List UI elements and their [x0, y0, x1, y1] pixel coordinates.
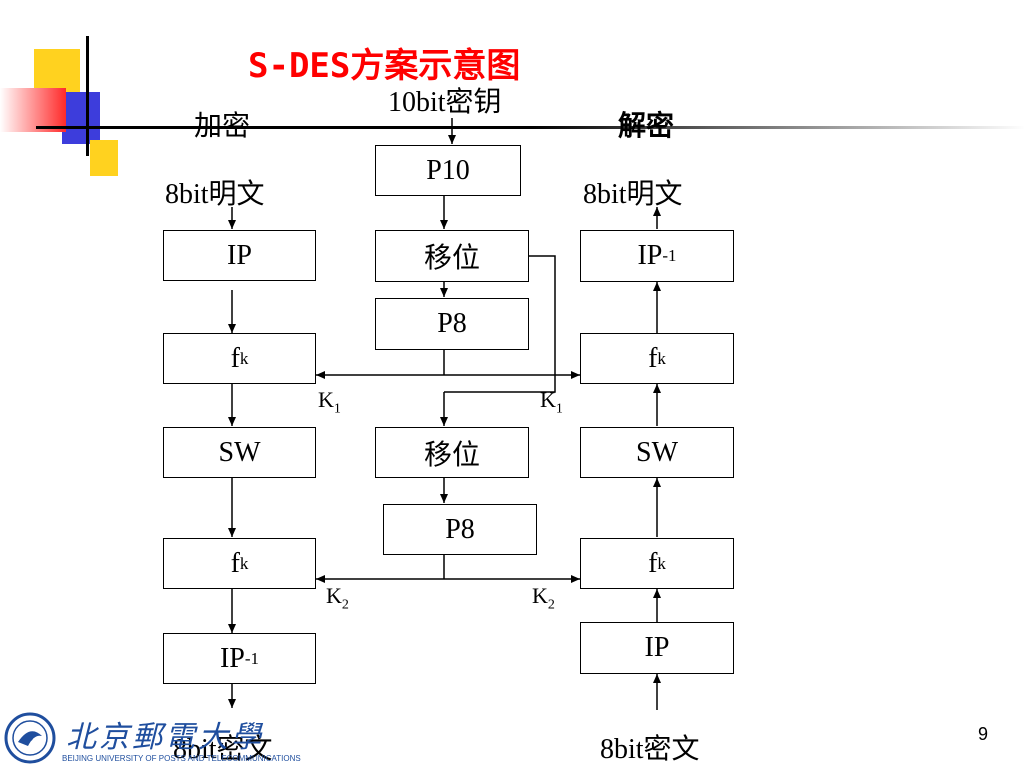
p10-label: P10	[426, 154, 470, 186]
k2-label-left: K2	[326, 583, 349, 613]
encrypt-ip-box: IP	[163, 230, 316, 281]
k2-left-sub: 2	[341, 597, 349, 613]
encrypt-input-label: 8bit明文	[165, 179, 265, 210]
encrypt-fk2-sub: k	[239, 553, 249, 573]
deco-blue-square	[62, 92, 100, 144]
decrypt-sw-label: SW	[636, 436, 678, 468]
k2-left-main: K	[326, 583, 342, 608]
encrypt-fk1-sub: k	[239, 348, 249, 368]
university-emblem-icon	[4, 712, 56, 764]
decrypt-header: 解密	[618, 109, 675, 142]
p10-box: P10	[375, 145, 521, 196]
line-shift1-to-shift2	[444, 255, 556, 393]
deco-red-fade-bar	[0, 88, 66, 132]
decrypt-fk2-label: f	[648, 547, 658, 579]
p8-box-1: P8	[375, 298, 529, 350]
k1-left-sub: 1	[333, 401, 341, 417]
shift2-label: 移位	[423, 439, 480, 471]
decrypt-ipinv-sup: -1	[662, 246, 677, 265]
slide-title: S-DES方案示意图	[248, 46, 521, 86]
encrypt-ipinv-label: IP	[219, 642, 245, 674]
university-name-en: BEIJING UNIVERSITY OF POSTS AND TELECOMM…	[62, 754, 301, 763]
decrypt-ip-label: IP	[644, 632, 670, 663]
encrypt-ipinv-box: IP-1	[163, 633, 316, 684]
k1-label-left: K1	[318, 387, 341, 417]
encrypt-fk1-label: f	[230, 342, 240, 374]
key-input-label: 10bit密钥	[388, 87, 502, 118]
k2-right-main: K	[532, 583, 548, 608]
decrypt-fk1-sub: k	[657, 348, 666, 368]
deco-yellow-small	[90, 140, 118, 176]
page-number: 9	[978, 724, 989, 744]
decrypt-sw-box: SW	[580, 427, 734, 478]
decrypt-ip-box: IP	[580, 622, 734, 674]
encrypt-header: 加密	[194, 109, 251, 142]
deco-vertical-line	[86, 36, 89, 156]
encrypt-output-label: 8bit密文	[173, 734, 273, 765]
shift1-box: 移位	[375, 230, 529, 282]
decrypt-ipinv-box: IP-1	[580, 230, 734, 282]
shift1-label: 移位	[423, 243, 480, 274]
encrypt-sw-label: SW	[218, 436, 261, 468]
k1-left-main: K	[318, 387, 334, 412]
encrypt-fk2-label: f	[230, 547, 240, 579]
decrypt-output-label: 8bit明文	[583, 179, 683, 210]
decrypt-ipinv-label: IP	[637, 240, 663, 271]
p8-1-label: P8	[437, 308, 467, 339]
deco-yellow-square	[34, 49, 80, 95]
k1-right-sub: 1	[555, 401, 563, 417]
p8-2-label: P8	[445, 513, 475, 545]
p8-box-2: P8	[383, 504, 537, 555]
university-logo: 北京郵電大學 BEIJING UNIVERSITY OF POSTS AND T…	[4, 712, 330, 766]
encrypt-ipinv-sup: -1	[244, 648, 260, 668]
k1-right-main: K	[540, 387, 556, 412]
encrypt-ip-label: IP	[227, 239, 252, 271]
decrypt-fk2-sub: k	[657, 553, 666, 573]
k1-label-right: K1	[540, 387, 563, 417]
decrypt-input-label: 8bit密文	[600, 734, 700, 765]
shift2-box: 移位	[375, 427, 529, 478]
deco-horizontal-line	[36, 126, 1024, 129]
k2-label-right: K2	[532, 583, 555, 613]
university-name-cn: 北京郵電大學	[66, 720, 264, 755]
k2-right-sub: 2	[547, 597, 555, 613]
encrypt-sw-box: SW	[163, 427, 316, 478]
decrypt-fk1-label: f	[648, 342, 658, 374]
